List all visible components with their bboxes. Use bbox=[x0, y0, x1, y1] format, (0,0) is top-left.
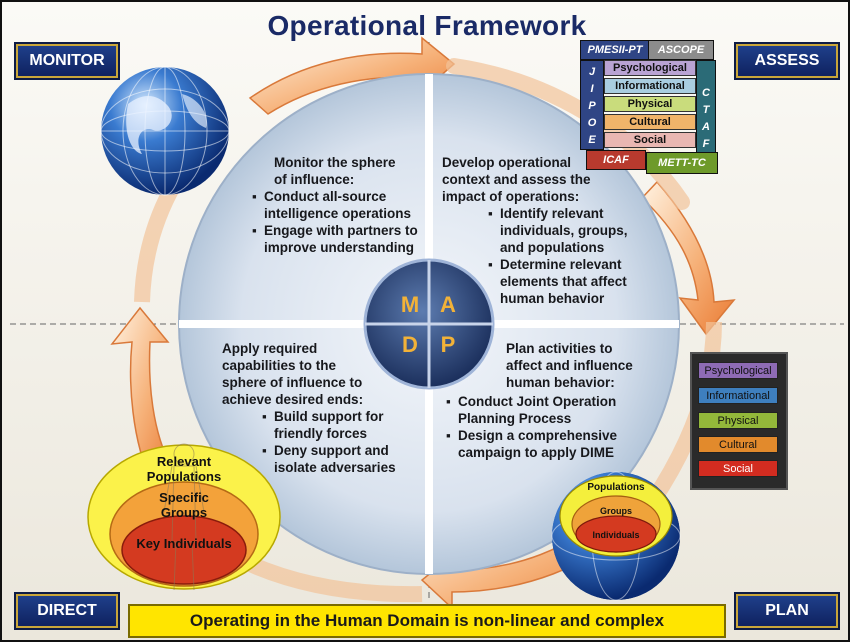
assess-intro-1: Develop operational bbox=[442, 155, 572, 170]
assess-stack: PMESII-PT ASCOPE J I P O E C T A F Psych… bbox=[576, 40, 722, 178]
jipoe-letter: E bbox=[588, 134, 596, 146]
letter-a: A bbox=[440, 292, 456, 317]
assess-layer-cultural: Cultural bbox=[604, 114, 696, 130]
corner-plan: PLAN bbox=[736, 594, 838, 628]
ascope-tag: ASCOPE bbox=[648, 40, 714, 60]
arrow-left bbox=[110, 306, 173, 484]
corner-monitor: MONITOR bbox=[16, 44, 118, 78]
specific-groups-label: Specific Groups bbox=[159, 490, 209, 520]
jipoe-letter: I bbox=[590, 83, 594, 95]
direct-intro-1: Apply required bbox=[222, 341, 318, 356]
icaf-tag: ICAF bbox=[586, 150, 646, 170]
assess-bullet-1: Identify relevant individuals, groups, a… bbox=[488, 205, 638, 256]
plan-layer-physical: Physical bbox=[698, 412, 778, 429]
assess-layer-psychological: Psychological bbox=[604, 60, 696, 76]
plan-text: Plan activities to affect and influence … bbox=[446, 340, 642, 461]
jipoe-letter: P bbox=[588, 100, 596, 112]
globe-icon bbox=[100, 66, 230, 196]
letter-d: D bbox=[402, 332, 418, 357]
plan-layer-informational: Informational bbox=[698, 387, 778, 404]
ctaf-letter: F bbox=[702, 138, 710, 150]
plan-layer-psychological: Psychological bbox=[698, 362, 778, 379]
monitor-bullet-1: Conduct all-source intelligence operatio… bbox=[252, 188, 422, 222]
plan-layer-social: Social bbox=[698, 460, 778, 477]
relevant-populations-label: Relevant Populations bbox=[146, 454, 222, 484]
plan-layer-cultural: Cultural bbox=[698, 436, 778, 453]
corner-assess: ASSESS bbox=[736, 44, 838, 78]
assess-layer-social: Social bbox=[604, 132, 696, 148]
assess-intro-2: context and assess the bbox=[442, 172, 591, 187]
corner-direct: DIRECT bbox=[16, 594, 118, 628]
pmesii-tag: PMESII-PT bbox=[580, 40, 650, 60]
arrow-right bbox=[640, 180, 736, 336]
jipoe-letter: O bbox=[587, 117, 597, 129]
direct-bullet-2: Deny support and isolate adversaries bbox=[262, 442, 412, 476]
audience-ellipses bbox=[87, 443, 281, 591]
direct-intro-4: achieve desired ends: bbox=[222, 392, 364, 407]
direct-intro-2: capabilities to the bbox=[222, 358, 337, 373]
direct-text: Apply required capabilities to the spher… bbox=[222, 340, 422, 476]
letter-m: M bbox=[400, 292, 420, 317]
globe-ellipses-icon bbox=[551, 471, 681, 601]
monitor-intro-2: of influence: bbox=[274, 172, 355, 187]
plan-bullet-2: Design a comprehensive campaign to apply… bbox=[446, 427, 642, 461]
assess-intro-3: impact of operations: bbox=[442, 189, 580, 204]
ctaf-letter: T bbox=[702, 104, 710, 116]
plan-intro-2: affect and influence bbox=[506, 358, 633, 373]
plan-intro-3: human behavior: bbox=[506, 375, 615, 390]
assess-layer-physical: Physical bbox=[604, 96, 696, 112]
jipoe-column: J I P O E bbox=[580, 60, 604, 150]
ctaf-letter: C bbox=[702, 87, 710, 99]
assess-layer-informational: Informational bbox=[604, 78, 696, 94]
page-title: Operational Framework bbox=[267, 10, 587, 41]
assess-text: Develop operational context and assess t… bbox=[442, 154, 642, 307]
bottom-banner: Operating in the Human Domain is non-lin… bbox=[128, 604, 726, 638]
groups-label: Groups bbox=[599, 506, 632, 516]
plan-bullet-1: Conduct Joint Operation Planning Process bbox=[446, 393, 642, 427]
jipoe-letter: J bbox=[588, 66, 596, 78]
key-individuals-label: Key Individuals bbox=[136, 536, 232, 551]
mett-tc-tag: METT-TC bbox=[646, 152, 718, 174]
letter-p: P bbox=[440, 332, 456, 357]
ctaf-column: C T A F bbox=[696, 60, 716, 154]
direct-bullet-1: Build support for friendly forces bbox=[262, 408, 412, 442]
plan-intro-1: Plan activities to bbox=[506, 341, 613, 356]
direct-intro-3: sphere of influence to bbox=[222, 375, 363, 390]
monitor-text: Monitor the sphere of influence: Conduct… bbox=[252, 154, 422, 256]
ctaf-letter: A bbox=[702, 121, 710, 133]
monitor-bullet-2: Engage with partners to improve understa… bbox=[252, 222, 422, 256]
individuals-label: Individuals bbox=[592, 530, 640, 540]
assess-bullet-2: Determine relevant elements that affect … bbox=[488, 256, 638, 307]
monitor-intro-1: Monitor the sphere bbox=[274, 155, 396, 170]
populations-label: Populations bbox=[587, 482, 645, 493]
